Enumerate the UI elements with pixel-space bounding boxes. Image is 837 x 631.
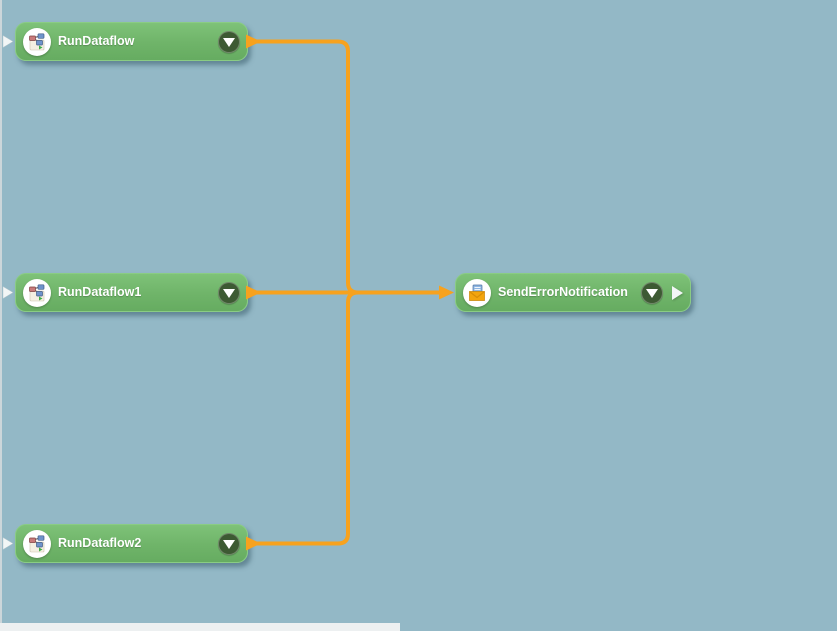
send-mail-icon bbox=[463, 278, 491, 307]
node-label: SendErrorNotification bbox=[498, 285, 628, 300]
chevron-down-icon bbox=[646, 289, 658, 298]
node-rundataflow[interactable]: RunDataflow bbox=[15, 22, 248, 61]
node-rundataflow1[interactable]: RunDataflow1 bbox=[15, 273, 248, 312]
input-port-icon[interactable] bbox=[2, 35, 14, 48]
input-port-icon[interactable] bbox=[2, 286, 14, 299]
output-port-icon[interactable] bbox=[672, 285, 683, 300]
node-label: RunDataflow1 bbox=[58, 285, 142, 300]
chevron-down-icon bbox=[223, 289, 235, 298]
node-rundataflow2[interactable]: RunDataflow2 bbox=[15, 524, 248, 563]
node-label: RunDataflow2 bbox=[58, 536, 142, 551]
canvas-left-edge bbox=[0, 0, 2, 631]
dataflow-task-icon bbox=[23, 278, 51, 307]
chevron-down-icon bbox=[223, 540, 235, 549]
canvas-bottom-edge bbox=[0, 623, 400, 631]
chevron-down-icon bbox=[223, 38, 235, 47]
node-senderrornotification[interactable]: SendErrorNotification bbox=[455, 273, 691, 312]
node-dropdown-button[interactable] bbox=[218, 281, 240, 304]
dataflow-task-icon bbox=[23, 27, 51, 56]
connector-rundataflow[interactable] bbox=[252, 39, 359, 295]
node-dropdown-button[interactable] bbox=[641, 281, 663, 304]
dataflow-task-icon bbox=[23, 529, 51, 558]
node-label: RunDataflow bbox=[58, 34, 135, 49]
connector-rundataflow2[interactable] bbox=[252, 290, 359, 546]
input-port-icon[interactable] bbox=[2, 537, 14, 550]
node-dropdown-button[interactable] bbox=[218, 532, 240, 555]
connector-arrowhead-icon bbox=[439, 285, 454, 300]
node-dropdown-button[interactable] bbox=[218, 30, 240, 53]
